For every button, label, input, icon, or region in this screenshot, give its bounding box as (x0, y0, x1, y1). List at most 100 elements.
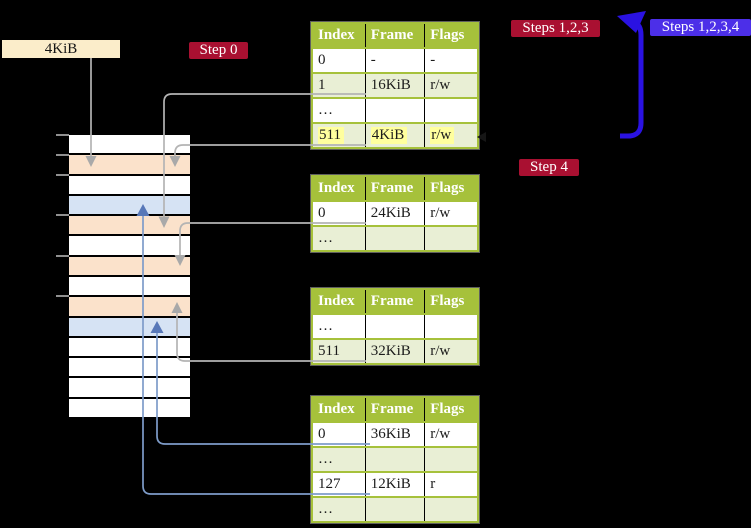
table-cell: 0 (312, 47, 366, 73)
table-cell: 36KiB (364, 421, 425, 447)
table-row: … (312, 225, 478, 251)
address-tick (56, 214, 69, 216)
table-cell: 0 (312, 421, 366, 447)
highlighted-value: 4KiB (370, 127, 408, 144)
table-row: 0-- (312, 47, 478, 73)
column-header: Flags (424, 289, 478, 314)
table-cell: … (312, 225, 366, 251)
table-row: … (312, 446, 478, 472)
memory-row-mapped-page (69, 315, 190, 336)
table-cell: 511 (312, 338, 366, 364)
address-tick (56, 174, 69, 176)
memory-row-free (69, 135, 190, 154)
address-tick (56, 154, 69, 156)
table-row: … (312, 496, 478, 522)
table-cell: 4KiB (364, 122, 425, 148)
table-cell (364, 97, 425, 123)
table-cell: - (424, 47, 478, 73)
step-0-badge: Step 0 (189, 42, 248, 59)
address-tick (56, 295, 69, 297)
memory-row-page-table (69, 295, 190, 316)
column-header: Frame (364, 23, 425, 48)
table-cell: r/w (424, 122, 478, 148)
memory-row-mapped-page (69, 193, 190, 215)
address-tick (56, 255, 69, 257)
table-cell (424, 225, 478, 251)
steps-1234-badge: Steps 1,2,3,4 (650, 19, 751, 36)
table-cell (424, 496, 478, 522)
table-row: … (312, 313, 478, 339)
column-header: Index (312, 289, 366, 314)
table-cell (364, 446, 425, 472)
table-cell: r/w (424, 200, 478, 226)
table-cell: … (312, 496, 366, 522)
frame-size-label: 4KiB (2, 40, 120, 58)
table-cell (424, 313, 478, 339)
memory-row-page-table (69, 214, 190, 235)
column-header: Frame (364, 397, 425, 422)
table-cell: … (312, 446, 366, 472)
table-cell (364, 225, 425, 251)
table-cell: r/w (424, 72, 478, 98)
table-row: 511 4KiB r/w (312, 122, 478, 148)
column-header: Flags (424, 23, 478, 48)
memory-row-page-table (69, 254, 190, 275)
steps-123-badge: Steps 1,2,3 (511, 20, 600, 37)
table-cell (424, 97, 478, 123)
physical-memory-stack (69, 135, 190, 417)
table-cell: … (312, 97, 366, 123)
table-cell: 511 (312, 122, 366, 148)
steps-loop-arrow (617, 11, 646, 139)
memory-row-free (69, 376, 190, 397)
table-cell: r/w (424, 338, 478, 364)
table-cell (364, 496, 425, 522)
memory-row-free (69, 396, 190, 417)
table-cell (424, 446, 478, 472)
address-tick (56, 134, 69, 136)
step-4-badge: Step 4 (519, 159, 579, 176)
memory-row-free (69, 335, 190, 357)
column-header: Index (312, 397, 366, 422)
column-header: Flags (424, 176, 478, 201)
memory-row-free (69, 173, 190, 194)
table-cell: 24KiB (364, 200, 425, 226)
table-cell: - (364, 47, 425, 73)
memory-row-free (69, 356, 190, 377)
column-header: Index (312, 176, 366, 201)
column-header: Flags (424, 397, 478, 422)
memory-row-free (69, 274, 190, 296)
table-cell: r/w (424, 421, 478, 447)
table-cell: r (424, 471, 478, 497)
highlighted-value: 511 (318, 127, 344, 144)
memory-row-free (69, 234, 190, 255)
column-header: Frame (364, 176, 425, 201)
highlighted-value: r/w (430, 127, 455, 144)
table-cell: 32KiB (364, 338, 425, 364)
memory-row-page-table (69, 153, 190, 174)
table-cell (364, 313, 425, 339)
table-cell: 12KiB (364, 471, 425, 497)
table-cell: 0 (312, 200, 366, 226)
column-header: Index (312, 23, 366, 48)
table-row: … (312, 97, 478, 123)
table-cell: 127 (312, 471, 366, 497)
table-cell: 1 (312, 72, 366, 98)
table-cell: … (312, 313, 366, 339)
column-header: Frame (364, 289, 425, 314)
